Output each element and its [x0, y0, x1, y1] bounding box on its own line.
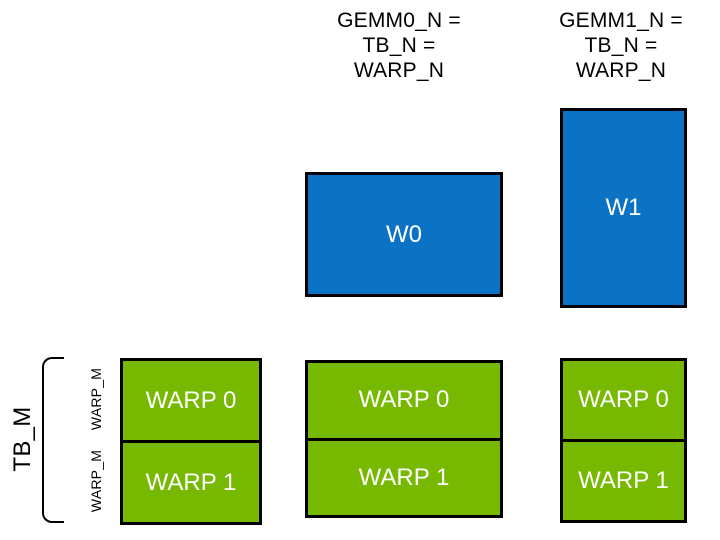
warp1-cell-label: WARP 1 — [358, 463, 450, 491]
warp0-cell-label: WARP 0 — [145, 386, 237, 414]
gemm0-header-line1: GEMM0_N = — [337, 9, 461, 32]
w0-tile: W0 — [305, 172, 503, 297]
gemm0-header-line2: TB_N = — [362, 34, 436, 57]
tb-m-bracket — [42, 357, 64, 523]
w1-tile: W1 — [560, 108, 687, 308]
gemm1-column-header: GEMM1_N = TB_N = WARP_N — [511, 8, 720, 83]
warp1-cell: WARP 1 — [305, 437, 503, 518]
warp0-cell: WARP 0 — [560, 358, 687, 442]
warp0-cell-label: WARP 0 — [358, 386, 450, 414]
warp-stack-middle: WARP 0 WARP 1 — [305, 360, 503, 518]
gemm0-column-header: GEMM0_N = TB_N = WARP_N — [289, 8, 509, 83]
warp-stack-left: WARP 0 WARP 1 — [120, 358, 262, 525]
warp1-cell: WARP 1 — [120, 440, 262, 525]
warp1-cell-label: WARP 1 — [578, 467, 669, 494]
gemm1-header-line3: WARP_N — [575, 59, 667, 82]
gemm1-header-line2: TB_N = — [584, 34, 658, 57]
warp0-cell-label: WARP 0 — [578, 386, 669, 413]
warp1-cell-label: WARP 1 — [145, 468, 237, 496]
warp1-cell: WARP 1 — [560, 439, 687, 523]
w0-tile-label: W0 — [386, 220, 422, 248]
warp0-cell: WARP 0 — [305, 360, 503, 441]
w1-tile-label: W1 — [605, 194, 642, 221]
gemm0-header-line3: WARP_N — [353, 59, 445, 82]
gemm1-header-line1: GEMM1_N = — [559, 9, 683, 32]
warp-stack-right: WARP 0 WARP 1 — [560, 358, 687, 523]
warp0-cell: WARP 0 — [120, 358, 262, 443]
